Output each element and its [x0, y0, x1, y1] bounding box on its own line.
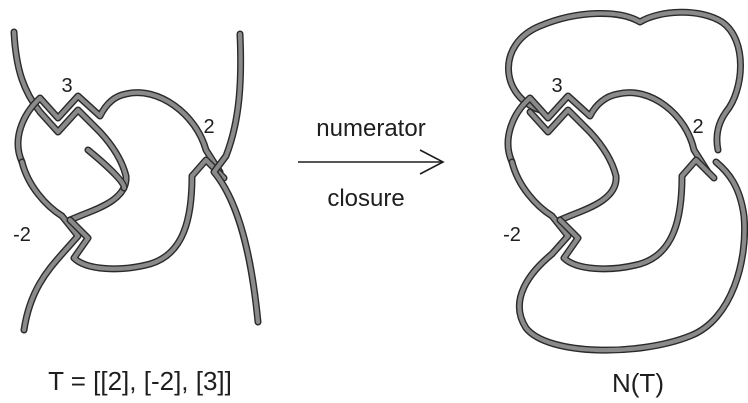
- tangle-caption: T = [[2], [-2], [3]]: [48, 366, 232, 396]
- strand-upper-left: [10, 28, 130, 224]
- twist-label-left: -2: [13, 224, 31, 246]
- strand-lower: [66, 156, 228, 273]
- twist-label-right: 2: [203, 116, 214, 138]
- strand-left-diamond-closed: [508, 158, 748, 354]
- arrow-label-bottom: closure: [327, 185, 404, 212]
- strand-left-diamond: [18, 158, 82, 334]
- strand-upper-left-closed: [526, 106, 620, 224]
- strand-lower-closed: [556, 156, 718, 273]
- strand-top-twist: [14, 89, 224, 176]
- closure-twist-label-left: -2: [503, 224, 521, 246]
- twist-label-top: 3: [61, 75, 72, 97]
- strand-right-vertical: [210, 30, 262, 326]
- arrow-label-top: numerator: [316, 115, 425, 142]
- closure-diagram: 3 2 -2: [503, 8, 748, 354]
- strand-middle-diagonal: [84, 146, 128, 192]
- strand-top-twist-closed: [504, 89, 712, 176]
- closure-twist-label-top: 3: [551, 75, 562, 97]
- closure-twist-label-right: 2: [692, 116, 703, 138]
- strand-top-arc: [505, 8, 744, 154]
- numerator-closure-arrow: numerator closure: [298, 115, 445, 212]
- closure-caption: N(T): [612, 368, 664, 398]
- tangle-diagram: 3 2 -2: [10, 28, 262, 334]
- arrow-head: [419, 149, 445, 175]
